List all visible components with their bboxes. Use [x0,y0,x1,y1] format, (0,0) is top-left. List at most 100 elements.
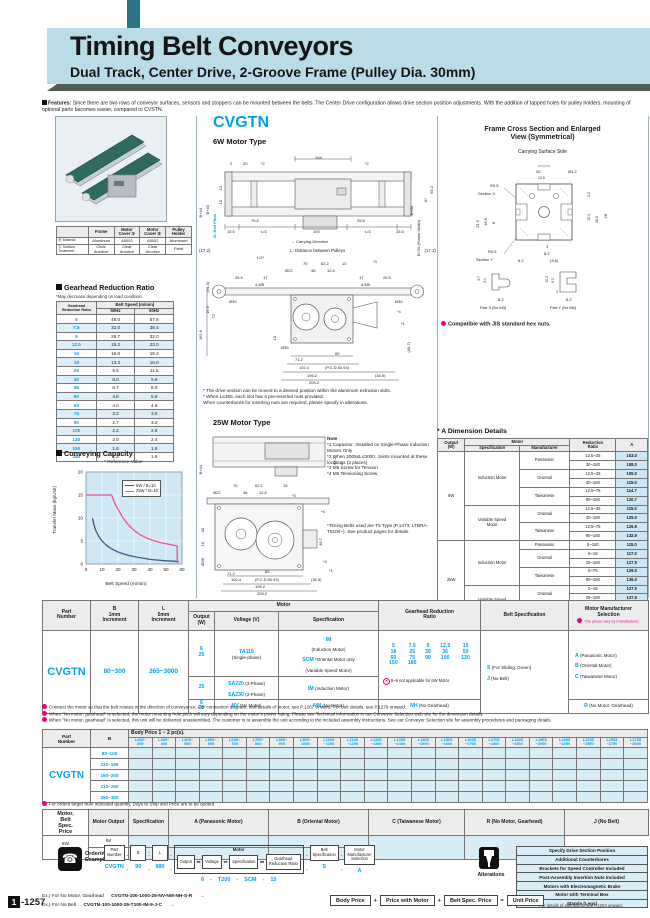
price-cell [222,791,247,804]
column-header: L2255 ~2500 [575,736,601,749]
price-cell [410,747,436,760]
column-header: Belt Specification [480,600,570,631]
dim-right: (17.2) [424,247,436,253]
arrow-icon: → [199,894,205,899]
dim-label: 209.2 [309,380,320,385]
dim-label: 102.4 [231,577,242,582]
motor-group-row: Output- Voltage- Specification- Gearhead… [176,853,301,871]
price-cell [599,791,625,804]
cell: 26.7 [95,331,136,342]
column-header: L265~ 300 [128,736,153,749]
pt-header-row1: Part Number B 1mm Increment L 5mm Increm… [42,600,650,631]
order-value-l: 980 [155,864,165,870]
price-cell [293,747,318,760]
dim-label: 16.5 [483,218,488,226]
note-line: Connect the motor so that the belt rotat… [42,704,648,711]
cell: 150 [389,660,398,667]
ordering-part-col: Part Number CVGTN [104,845,125,870]
cell: 3.8 [134,408,174,419]
b-range: 80~100 [90,747,129,760]
cell: Clear Anodize [113,243,141,256]
price-cell [434,758,460,771]
cell: 2.9 [134,426,174,436]
svg-text:0: 0 [85,567,88,572]
dim-label: 2 [230,161,233,166]
price-cell [128,747,153,760]
dim-label: A* [423,198,428,203]
dim-label: 17 [359,275,364,280]
cell: Panasonic [518,451,571,470]
cell: 115.0 [615,504,648,515]
price-cell [505,769,530,782]
cell: Taiwanese [518,566,571,586]
price-cell [623,791,648,804]
cell: 2.0 [95,434,136,445]
cell: 23.0 [134,340,174,350]
ordering-b-col: B 90 [130,845,147,870]
alterations-label: Alterations [477,872,505,878]
cell: 12.5~75 [569,522,617,533]
price-cell [151,747,177,760]
cell [422,661,435,667]
table-row: 160~200 [43,769,648,782]
dim-label: *4 [321,509,325,514]
table-row: 110~150 [43,758,648,771]
list-item: Stands (Legs) [517,899,647,908]
dim-label: 26.5 [383,275,391,280]
dim-label: ← Carrying Direction [291,239,329,244]
column-header: L605~ 700 [222,736,247,749]
plus-sign: + [437,897,441,904]
cell: 114.7 [615,486,648,497]
note-line: * The drive section can be moved to a de… [203,388,392,393]
separator: -- [305,853,308,873]
note-line: When counterbores for inserting nuts are… [203,399,368,405]
price-cell [575,769,601,782]
dim-label: B+44 [198,208,203,218]
material-header-row: Frame Motor Cover ① Motor Cover ② Pulley… [56,225,192,239]
order-value-b: 90 [135,864,142,870]
column-header: A [615,437,648,453]
sixw-motor-title: 6W Motor Type [213,137,267,146]
svg-text:10: 10 [99,567,105,572]
ordering-example-icon: ☎ [58,847,82,871]
dim-label: Part X (for M3) [480,305,507,310]
column-header: Manufacturer [518,444,571,453]
cell: 32.0 [95,323,136,333]
price-cell [293,791,318,804]
dim-label: 16.5 [205,306,210,314]
point-icon [42,704,47,709]
mfr-cell: A (Panasonic Motor) B (Oriental Motor) C… [568,629,650,700]
column-divider [437,116,438,598]
svg-text:15: 15 [78,493,84,498]
price-cell [575,758,601,771]
cell: 105.0 [615,469,648,479]
voltage-cell: NV (No Motor) [214,698,279,714]
cell: 129.0 [615,566,648,577]
dim-label: 15.5 [227,229,235,234]
price-cell [363,780,389,793]
dim-label: *2 [261,161,265,166]
equals-sign: = [500,897,504,904]
cell: 25 [56,366,97,376]
dim-label: Part Y (for M6) [550,305,577,310]
price-cell [575,747,601,760]
x-axis-label: Belt Speed (m/min) [105,582,147,587]
dim-label: 10 [272,336,277,341]
side-view-linework [206,284,424,381]
dim-label: R0.5 [488,249,497,254]
dim-label: 2 [556,290,558,294]
